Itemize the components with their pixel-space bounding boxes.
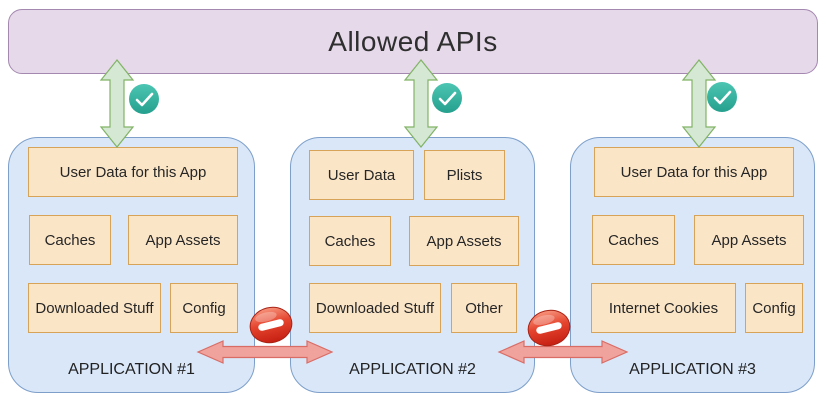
storage-box-config: Config bbox=[170, 283, 238, 333]
storage-box-other: Other bbox=[451, 283, 517, 333]
storage-box-caches: Caches bbox=[309, 216, 391, 266]
storage-box-user-data: User Data for this App bbox=[594, 147, 794, 197]
storage-box-caches: Caches bbox=[592, 215, 675, 265]
app-label-2: APPLICATION #2 bbox=[349, 361, 476, 378]
storage-box-user-data: User Data for this App bbox=[28, 147, 238, 197]
allowed-apis-bar: Allowed APIs bbox=[8, 9, 818, 74]
storage-box-downloaded-stuff: Downloaded Stuff bbox=[28, 283, 161, 333]
storage-box-internet-cookies: Internet Cookies bbox=[591, 283, 736, 333]
check-icon bbox=[707, 82, 737, 112]
storage-box-downloaded-stuff: Downloaded Stuff bbox=[309, 283, 441, 333]
storage-box-user-data: User Data bbox=[309, 150, 414, 200]
storage-box-app-assets: App Assets bbox=[128, 215, 238, 265]
check-icon bbox=[432, 83, 462, 113]
app-sandbox-3: User Data for this App Caches App Assets… bbox=[570, 137, 815, 393]
app-sandbox-1: User Data for this App Caches App Assets… bbox=[8, 137, 255, 393]
app-sandbox-2: User Data Plists Caches App Assets Downl… bbox=[290, 137, 535, 393]
storage-box-caches: Caches bbox=[29, 215, 111, 265]
app-label-3: APPLICATION #3 bbox=[629, 361, 756, 378]
storage-box-app-assets: App Assets bbox=[409, 216, 519, 266]
storage-box-plists: Plists bbox=[424, 150, 505, 200]
storage-box-app-assets: App Assets bbox=[694, 215, 804, 265]
app-label-1: APPLICATION #1 bbox=[68, 361, 195, 378]
storage-box-config: Config bbox=[745, 283, 803, 333]
check-icon bbox=[129, 84, 159, 114]
allowed-apis-title: Allowed APIs bbox=[328, 25, 498, 57]
